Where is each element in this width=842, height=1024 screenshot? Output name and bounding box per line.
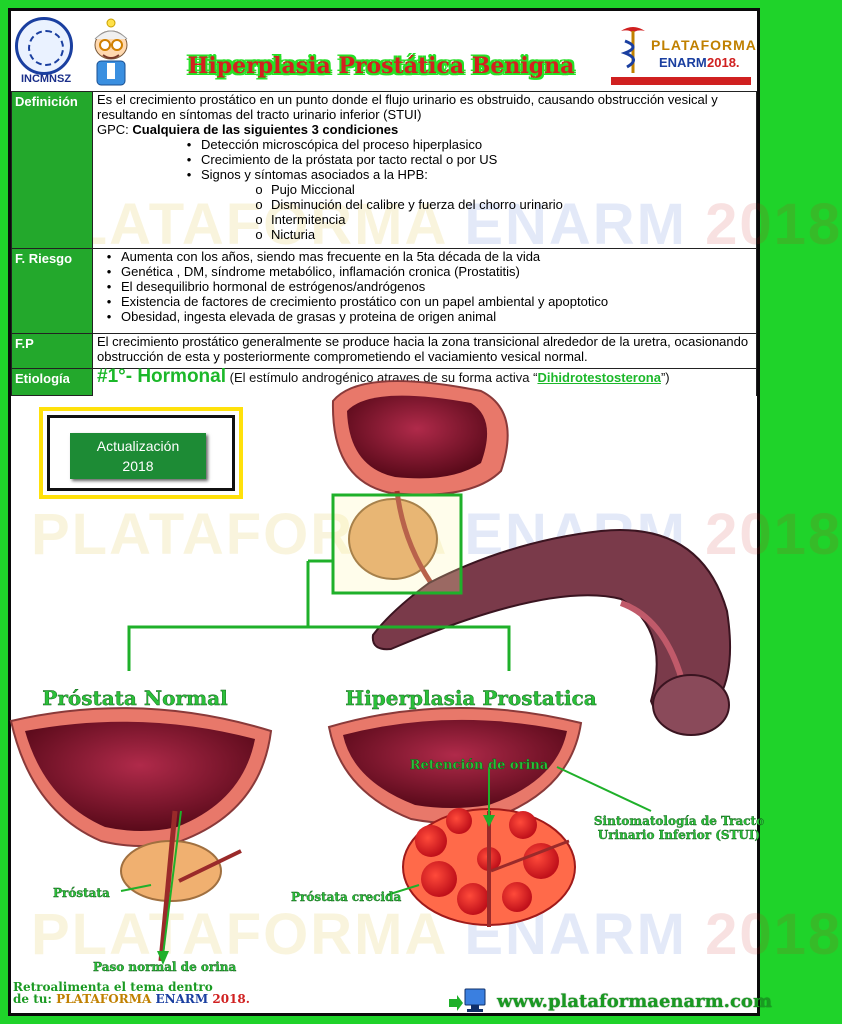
- page: PLATAFORMA ENARM 2018 PLATAFORMA ENARM 2…: [8, 8, 840, 1016]
- etiologia-dht: Dihidrotestosterona: [537, 370, 661, 385]
- footer-note: Retroalimenta el tema dentro de tu: PLAT…: [13, 980, 250, 1006]
- definicion-text: Es el crecimiento prostático en un punto…: [97, 92, 718, 122]
- gpc-title: Cualquiera de las siguientes 3 condicion…: [132, 122, 399, 137]
- definicion-content: Es el crecimiento prostático en un punto…: [92, 91, 757, 249]
- etiologia-paren-open: (El estímulo androgénico atraves de su f…: [226, 370, 538, 385]
- label-definicion: Definición: [11, 91, 93, 249]
- brand-logo: PLATAFORMA ENARM 2018.: [611, 19, 756, 89]
- normal-flow-label: Paso normal de orina: [93, 960, 236, 974]
- list-item: •Aumenta con los años, siendo mas frecue…: [106, 249, 541, 264]
- row-riesgo: F. Riesgo •Aumenta con los años, siendo …: [11, 248, 757, 334]
- hpb-title: Hiperplasia Prostatica: [345, 686, 596, 710]
- conditions-list: •Detección microscópica del proceso hipe…: [97, 137, 752, 182]
- list-item: •Crecimiento de la próstata por tacto re…: [186, 152, 498, 167]
- connector-line: [308, 625, 511, 671]
- info-table: Definición Es el crecimiento prostático …: [11, 91, 757, 396]
- normal-prostate-illustration: Próstata Paso normal de orina: [9, 707, 273, 974]
- hyperplasia-illustration: Retención de orina Próstata crecida Sint…: [291, 706, 764, 927]
- sagittal-view-illustration: [127, 380, 731, 736]
- list-item: •Detección microscópica del proceso hipe…: [186, 137, 483, 152]
- list-item: •Existencia de factores de crecimiento p…: [106, 294, 609, 309]
- footer-line1: Retroalimenta el tema dentro: [13, 980, 213, 994]
- label-fp: F.P: [11, 333, 93, 369]
- list-item: •Signos y síntomas asociados a la HPB:: [186, 167, 428, 182]
- institution-seal-icon: [15, 17, 73, 75]
- retention-label: Retención de orina: [410, 758, 549, 773]
- computer-icon: [449, 988, 486, 1012]
- page-title: Hiperplasia Prostática Benigna: [187, 53, 575, 79]
- anatomy-diagram: Próstata Normal Hiperplasia Prostatica P…: [9, 380, 764, 974]
- row-definicion: Definición Es el crecimiento prostático …: [11, 91, 757, 249]
- list-item: •Genética , DM, síndrome metabólico, inf…: [106, 264, 520, 279]
- riesgo-list: •Aumenta con los años, siendo mas frecue…: [97, 249, 752, 324]
- gpc-prefix: GPC:: [97, 122, 133, 137]
- institution-name: INCMNSZ: [20, 73, 72, 85]
- update-line2: 2018: [122, 458, 154, 474]
- update-badge: Actualización 2018: [39, 407, 243, 499]
- brand-line1: PLATAFORMA: [651, 37, 757, 53]
- brand-bar: [611, 77, 751, 85]
- header: INCMNSZ Hiperplasia Prostática Benigna P…: [11, 11, 757, 91]
- urethra-icon: [158, 810, 178, 962]
- fp-text: El crecimiento prostático generalmente s…: [92, 333, 757, 369]
- riesgo-content: •Aumenta con los años, siendo mas frecue…: [92, 248, 757, 334]
- etiologia-headline: #1°- Hormonal: [97, 366, 227, 387]
- normal-prostate-title: Próstata Normal: [42, 686, 228, 710]
- caduceus-icon: [620, 27, 645, 73]
- zoom-box: [331, 493, 463, 595]
- stui-label-line2: Urinario Inferior (STUI): [598, 828, 760, 842]
- doctor-mascot-icon: [94, 18, 128, 86]
- website-link[interactable]: www.plataformaenarm.com: [497, 991, 772, 1012]
- bladder-lumen-icon: [347, 395, 488, 479]
- list-item: •Obesidad, ingesta elevada de grasas y p…: [106, 309, 497, 324]
- label-riesgo: F. Riesgo: [11, 248, 93, 334]
- enlarged-prostate-label: Próstata crecida: [291, 890, 401, 904]
- update-line1: Actualización: [96, 438, 180, 454]
- list-item: •El desequilibrio hormonal de estrógenos…: [106, 279, 426, 294]
- brand-year: 2018.: [707, 55, 740, 70]
- stui-label-line1: Sintomatología de Tracto: [594, 814, 764, 828]
- label-etiologia: Etiología: [11, 368, 93, 396]
- row-fp: F.P El crecimiento prostático generalmen…: [11, 333, 757, 369]
- etiologia-paren-close: ”): [660, 370, 670, 385]
- gpc-line: GPC: Cualquiera de las siguientes 3 cond…: [97, 122, 752, 137]
- connector-line: [127, 561, 310, 671]
- prostata-label: Próstata: [53, 886, 110, 900]
- brand-line2: ENARM: [659, 55, 707, 70]
